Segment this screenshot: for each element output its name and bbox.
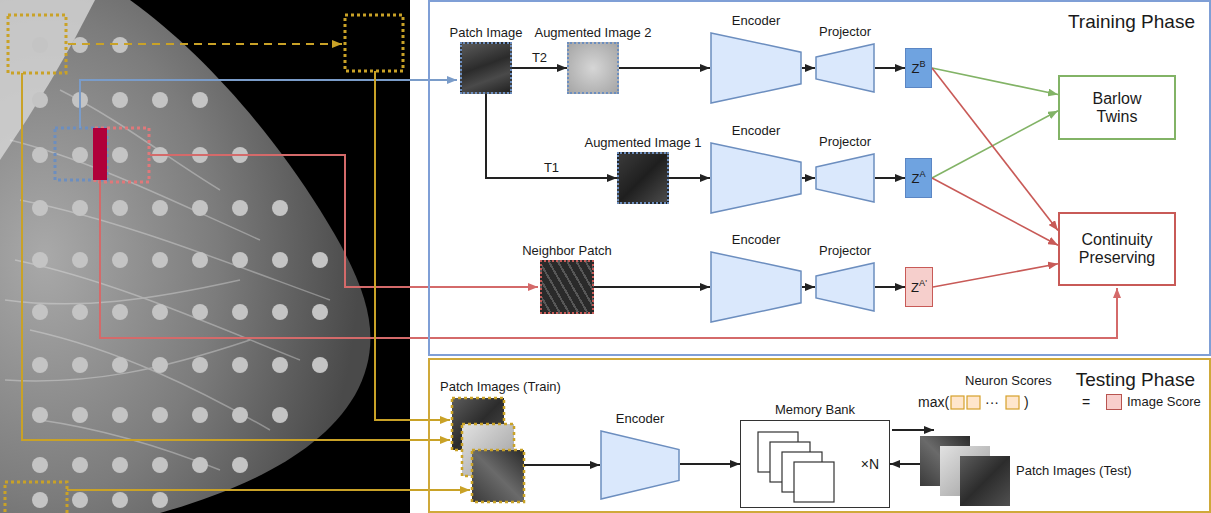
projector-shape	[816, 154, 874, 202]
test-patch-stack	[920, 436, 1010, 506]
superscript: B	[919, 59, 925, 69]
trapezoid-outline	[710, 251, 802, 323]
loss-box: Barlow Twins	[1058, 75, 1176, 140]
node-label: ZA	[911, 169, 925, 186]
patch-image: Patch Image	[460, 42, 512, 94]
overlap-region	[93, 128, 107, 180]
projector-block: Projector	[815, 153, 875, 203]
flow-connector	[669, 177, 710, 179]
flow-connector	[932, 68, 1058, 231]
anchor-patch-frame	[55, 128, 107, 180]
node-label: Projector	[819, 244, 871, 259]
trapezoid-outline	[600, 430, 680, 500]
encoder-block: Encoder	[600, 430, 680, 500]
node-label: Projector	[819, 25, 871, 40]
node-label: Encoder	[732, 124, 780, 139]
image-ground	[0, 0, 410, 513]
flow-connector	[932, 68, 1058, 95]
train-patch-stack	[452, 398, 524, 502]
image-score-box: Image Score	[1106, 394, 1122, 410]
augmented-image: Augmented Image 1	[617, 152, 669, 204]
group-label: Neuron Scores	[965, 373, 1052, 388]
projector-shape	[816, 263, 874, 311]
node-label: Continuity Preserving	[1071, 231, 1163, 268]
neighbor-patch: Neighbor Patch	[540, 260, 594, 314]
flow-connector	[680, 463, 740, 465]
projector-block: Projector	[815, 262, 875, 312]
trapezoid-outline	[710, 32, 802, 104]
memory-bank: Memory Bank×N	[740, 420, 890, 508]
formula-text: )	[1024, 394, 1029, 410]
flow-connector	[933, 264, 1058, 287]
flow-connector	[875, 67, 905, 69]
node-label: ZA'	[911, 278, 927, 295]
node-label: Patch Image	[450, 26, 523, 41]
leader-lines	[22, 71, 1117, 490]
transform-label: T1	[542, 160, 561, 175]
formula-text: ···	[985, 394, 999, 410]
flow-connector	[512, 67, 567, 69]
trapezoid-outline	[710, 142, 802, 214]
node-label: Training Phase	[1068, 11, 1195, 33]
transform-label: T2	[530, 50, 549, 65]
flow-connector	[802, 286, 815, 288]
multiplier-label: ×N	[861, 456, 879, 472]
encoder-block: Encoder	[710, 251, 802, 323]
flow-connector	[890, 463, 920, 465]
encoder-shape	[711, 33, 801, 103]
trapezoid-outline	[815, 153, 875, 203]
flow-connector	[619, 67, 710, 69]
superscript: A'	[919, 278, 927, 288]
formula-text: =	[1082, 394, 1090, 410]
node-label: Encoder	[616, 412, 664, 427]
node-label: Projector	[819, 135, 871, 150]
encoder-block: Encoder	[710, 142, 802, 214]
node-label: Encoder	[732, 14, 780, 29]
patch-stack: Patch Images (Test)	[920, 436, 1010, 506]
node-label: Barlow Twins	[1082, 89, 1152, 126]
encoder-block: Encoder	[710, 32, 802, 104]
sliding-window-arrow	[68, 43, 342, 45]
sampled-patch-frames	[5, 15, 403, 513]
embedding-vector: ZA'	[905, 267, 933, 307]
flow-connector	[875, 177, 905, 179]
node-label: ZB	[911, 59, 925, 76]
node-label: Image Score	[1127, 395, 1201, 410]
encoder-shape	[711, 143, 801, 213]
patch-stack: Patch Images (Train)	[452, 398, 524, 502]
trapezoid-outline	[815, 262, 875, 312]
flow-connector	[802, 177, 815, 179]
loss-box: Continuity Preserving	[1058, 212, 1176, 286]
embedding-vector: ZB	[905, 48, 932, 88]
breast-tissue	[0, 0, 370, 513]
patch-grid-dots	[32, 37, 328, 508]
node-label: Augmented Image 1	[584, 136, 701, 151]
node-label: Augmented Image 2	[534, 26, 651, 41]
flow-connector	[594, 286, 710, 288]
superscript: A	[919, 169, 925, 179]
node-label: Patch Images (Test)	[1016, 464, 1132, 479]
formula-text: max(	[918, 394, 949, 410]
encoder-shape	[601, 431, 679, 499]
embedding-vector: ZA	[905, 158, 932, 198]
node-label: Neighbor Patch	[522, 244, 612, 259]
memory-bank-entries	[758, 432, 834, 502]
augmented-image: Augmented Image 2	[567, 42, 619, 94]
node-label: Patch Images (Train)	[440, 380, 561, 395]
flow-connector	[932, 111, 1058, 178]
trapezoid-outline	[815, 43, 875, 93]
flow-connector	[524, 464, 600, 466]
tissue-streaks	[5, 90, 330, 470]
projector-block: Projector	[815, 43, 875, 93]
node-label: Memory Bank	[775, 403, 855, 418]
phase-panel: Testing PhasePatch Images (Train) Encoder…	[428, 358, 1211, 513]
flow-connector	[875, 286, 905, 288]
projector-shape	[816, 44, 874, 92]
flow-connector	[932, 178, 1058, 245]
node-label: Testing Phase	[1076, 369, 1195, 391]
encoder-shape	[711, 252, 801, 322]
node-label: Encoder	[732, 233, 780, 248]
flow-connector	[802, 67, 815, 69]
